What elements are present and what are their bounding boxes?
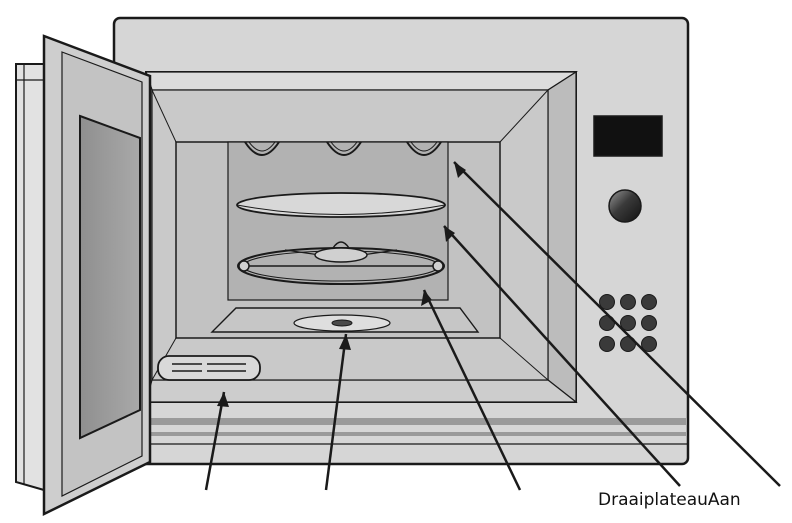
rack-plate: [236, 192, 446, 218]
cavity-perspective-line: [151, 89, 177, 143]
cavity-floor: [210, 307, 480, 333]
waveguide-cover: [157, 355, 261, 381]
housing-stripe: [116, 432, 686, 436]
keypad-buttons-icon: [599, 294, 657, 352]
arrowhead: [217, 392, 229, 407]
turntable-roller: [238, 260, 250, 272]
turntable-ring: [237, 241, 445, 285]
door-edge: [15, 63, 45, 492]
display-window: [593, 115, 663, 157]
waveguide-cover-plate: [157, 355, 261, 381]
keypad-button: [599, 336, 615, 352]
grill-heater-element: [406, 141, 442, 156]
microwave-door-icon: [15, 34, 152, 517]
keypad-button: [620, 315, 636, 331]
callout-leaders: [204, 161, 781, 491]
cavity-bevel-top: [145, 71, 579, 91]
grill-heater-element: [410, 141, 438, 152]
turntable-hub-cap: [332, 241, 350, 249]
leader-turntable-ring: [422, 289, 522, 491]
cavity-back-panel: [227, 141, 449, 301]
grill-heater-element: [326, 141, 362, 156]
keypad-button: [599, 294, 615, 310]
grill-heater-element: [248, 141, 276, 152]
leader-waveguide-cover: [204, 391, 226, 491]
callout-label: DraaiplateauAan: [598, 490, 741, 510]
housing-stripe: [116, 418, 686, 425]
grill-heater-element: [330, 141, 358, 152]
cavity-bevel-right: [547, 70, 577, 404]
keypad-button: [641, 294, 657, 310]
arrowhead: [444, 226, 455, 242]
control-panel: [593, 115, 663, 352]
cavity-perspective-line: [499, 337, 549, 381]
control-dial-icon: [608, 189, 642, 223]
turntable-hub: [314, 247, 368, 263]
grill-heaters: [244, 141, 442, 156]
cavity-bevel-bottom: [145, 379, 578, 403]
keypad-button: [620, 294, 636, 310]
cavity-perspective-line: [499, 89, 549, 143]
callout-arrowheads: [217, 162, 466, 407]
rack-plate-rim: [236, 204, 446, 215]
door-window: [79, 114, 141, 440]
leader-turntable-shaft: [324, 333, 348, 491]
arrowhead: [454, 162, 466, 178]
grill-heater-element: [244, 141, 280, 156]
arrowhead: [421, 290, 432, 306]
keypad-button: [641, 315, 657, 331]
arrowhead: [339, 334, 351, 350]
turntable-shaft: [331, 319, 353, 327]
leader-rack-plate: [443, 225, 681, 487]
cavity-frame: [145, 70, 579, 404]
leader-grill-heater: [453, 161, 781, 487]
keypad-button: [641, 336, 657, 352]
turntable-roller: [432, 260, 444, 272]
